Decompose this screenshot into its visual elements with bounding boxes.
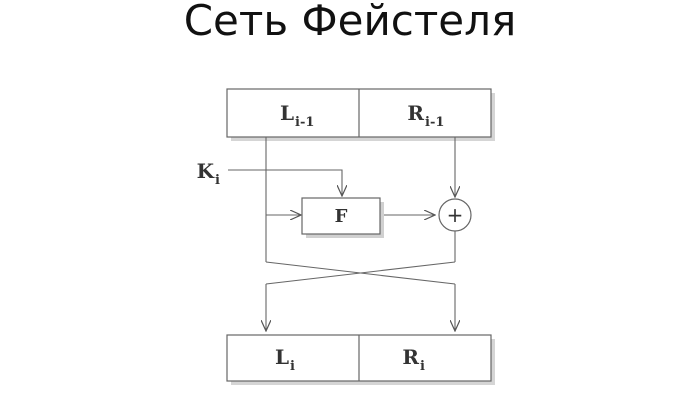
output-right-label: R <box>402 345 419 369</box>
output-left-label: L <box>275 345 289 369</box>
input-right-label: R <box>407 101 424 125</box>
key-to-f-arrow <box>228 169 342 196</box>
input-block: L i-1 R i-1 <box>226 88 495 141</box>
key-subscript: i <box>215 173 220 188</box>
input-left-label: L <box>280 101 294 125</box>
xor-operator: + <box>438 198 472 232</box>
output-right-subscript: i <box>420 359 425 374</box>
key-label: K <box>197 159 215 183</box>
input-right-subscript: i-1 <box>425 115 444 130</box>
cross-line-right-to-left <box>265 261 456 285</box>
f-function-box: F <box>301 197 384 238</box>
f-function-label: F <box>335 206 348 227</box>
connector-lines <box>228 137 455 331</box>
output-block: L i R i <box>226 334 495 385</box>
page-title: Сеть Фейстеля <box>183 0 517 45</box>
output-left-subscript: i <box>290 359 295 374</box>
input-left-subscript: i-1 <box>295 115 314 130</box>
xor-symbol: + <box>447 203 464 227</box>
